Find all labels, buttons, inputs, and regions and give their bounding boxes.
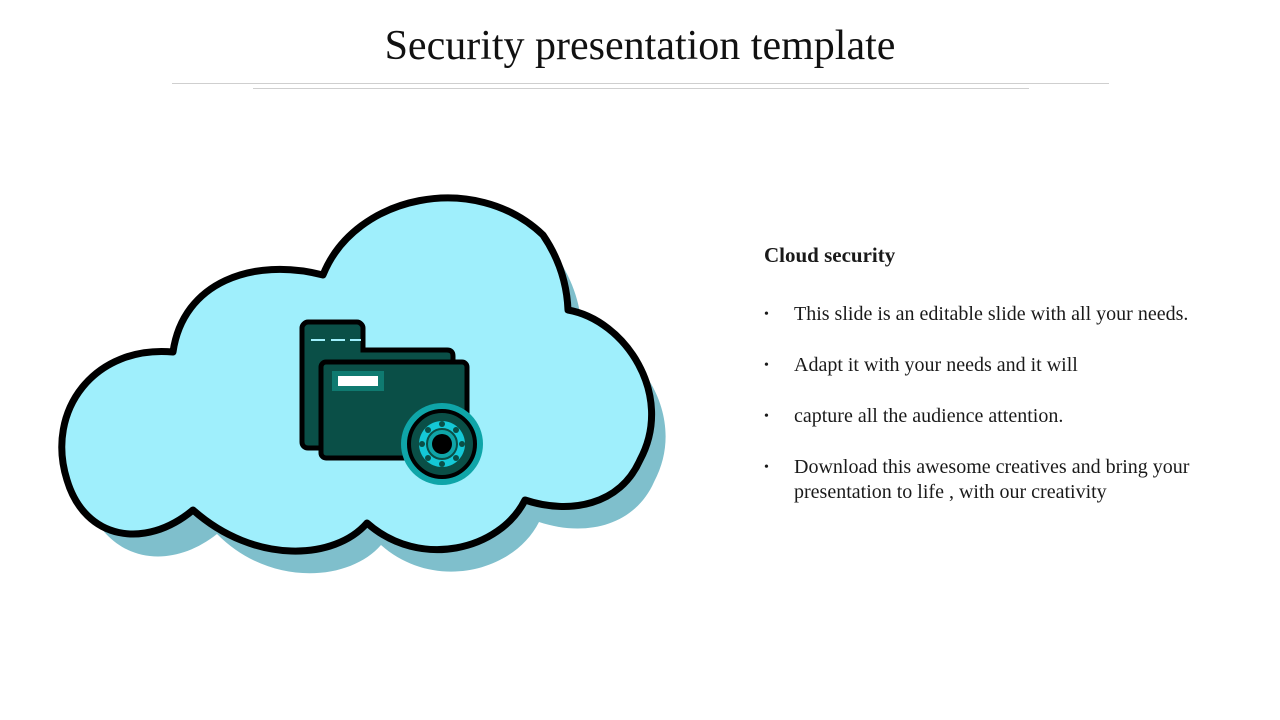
title-divider-bottom [253,88,1029,89]
content-panel: Cloud security •This slide is an editabl… [764,240,1214,531]
bullet-list: •This slide is an editable slide with al… [764,302,1214,505]
page-title: Security presentation template [384,23,896,69]
bullet-dot-icon: • [764,358,769,373]
bullet-item: •capture all the audience attention. [764,405,1064,427]
bullet-dot-icon: • [764,409,769,424]
section-heading: Cloud security [764,243,896,267]
title-divider-top [172,83,1109,84]
bullet-item: •Adapt it with your needs and it will [764,354,1078,376]
bullet-dot-icon: • [764,307,769,322]
bullet-dot-icon: • [764,460,769,475]
cloud-security-illustration [58,194,666,574]
security-lock-icon [401,403,483,485]
bullet-item: •Download this awesome creatives and bri… [764,456,1190,503]
bullet-item: •This slide is an editable slide with al… [764,303,1189,325]
